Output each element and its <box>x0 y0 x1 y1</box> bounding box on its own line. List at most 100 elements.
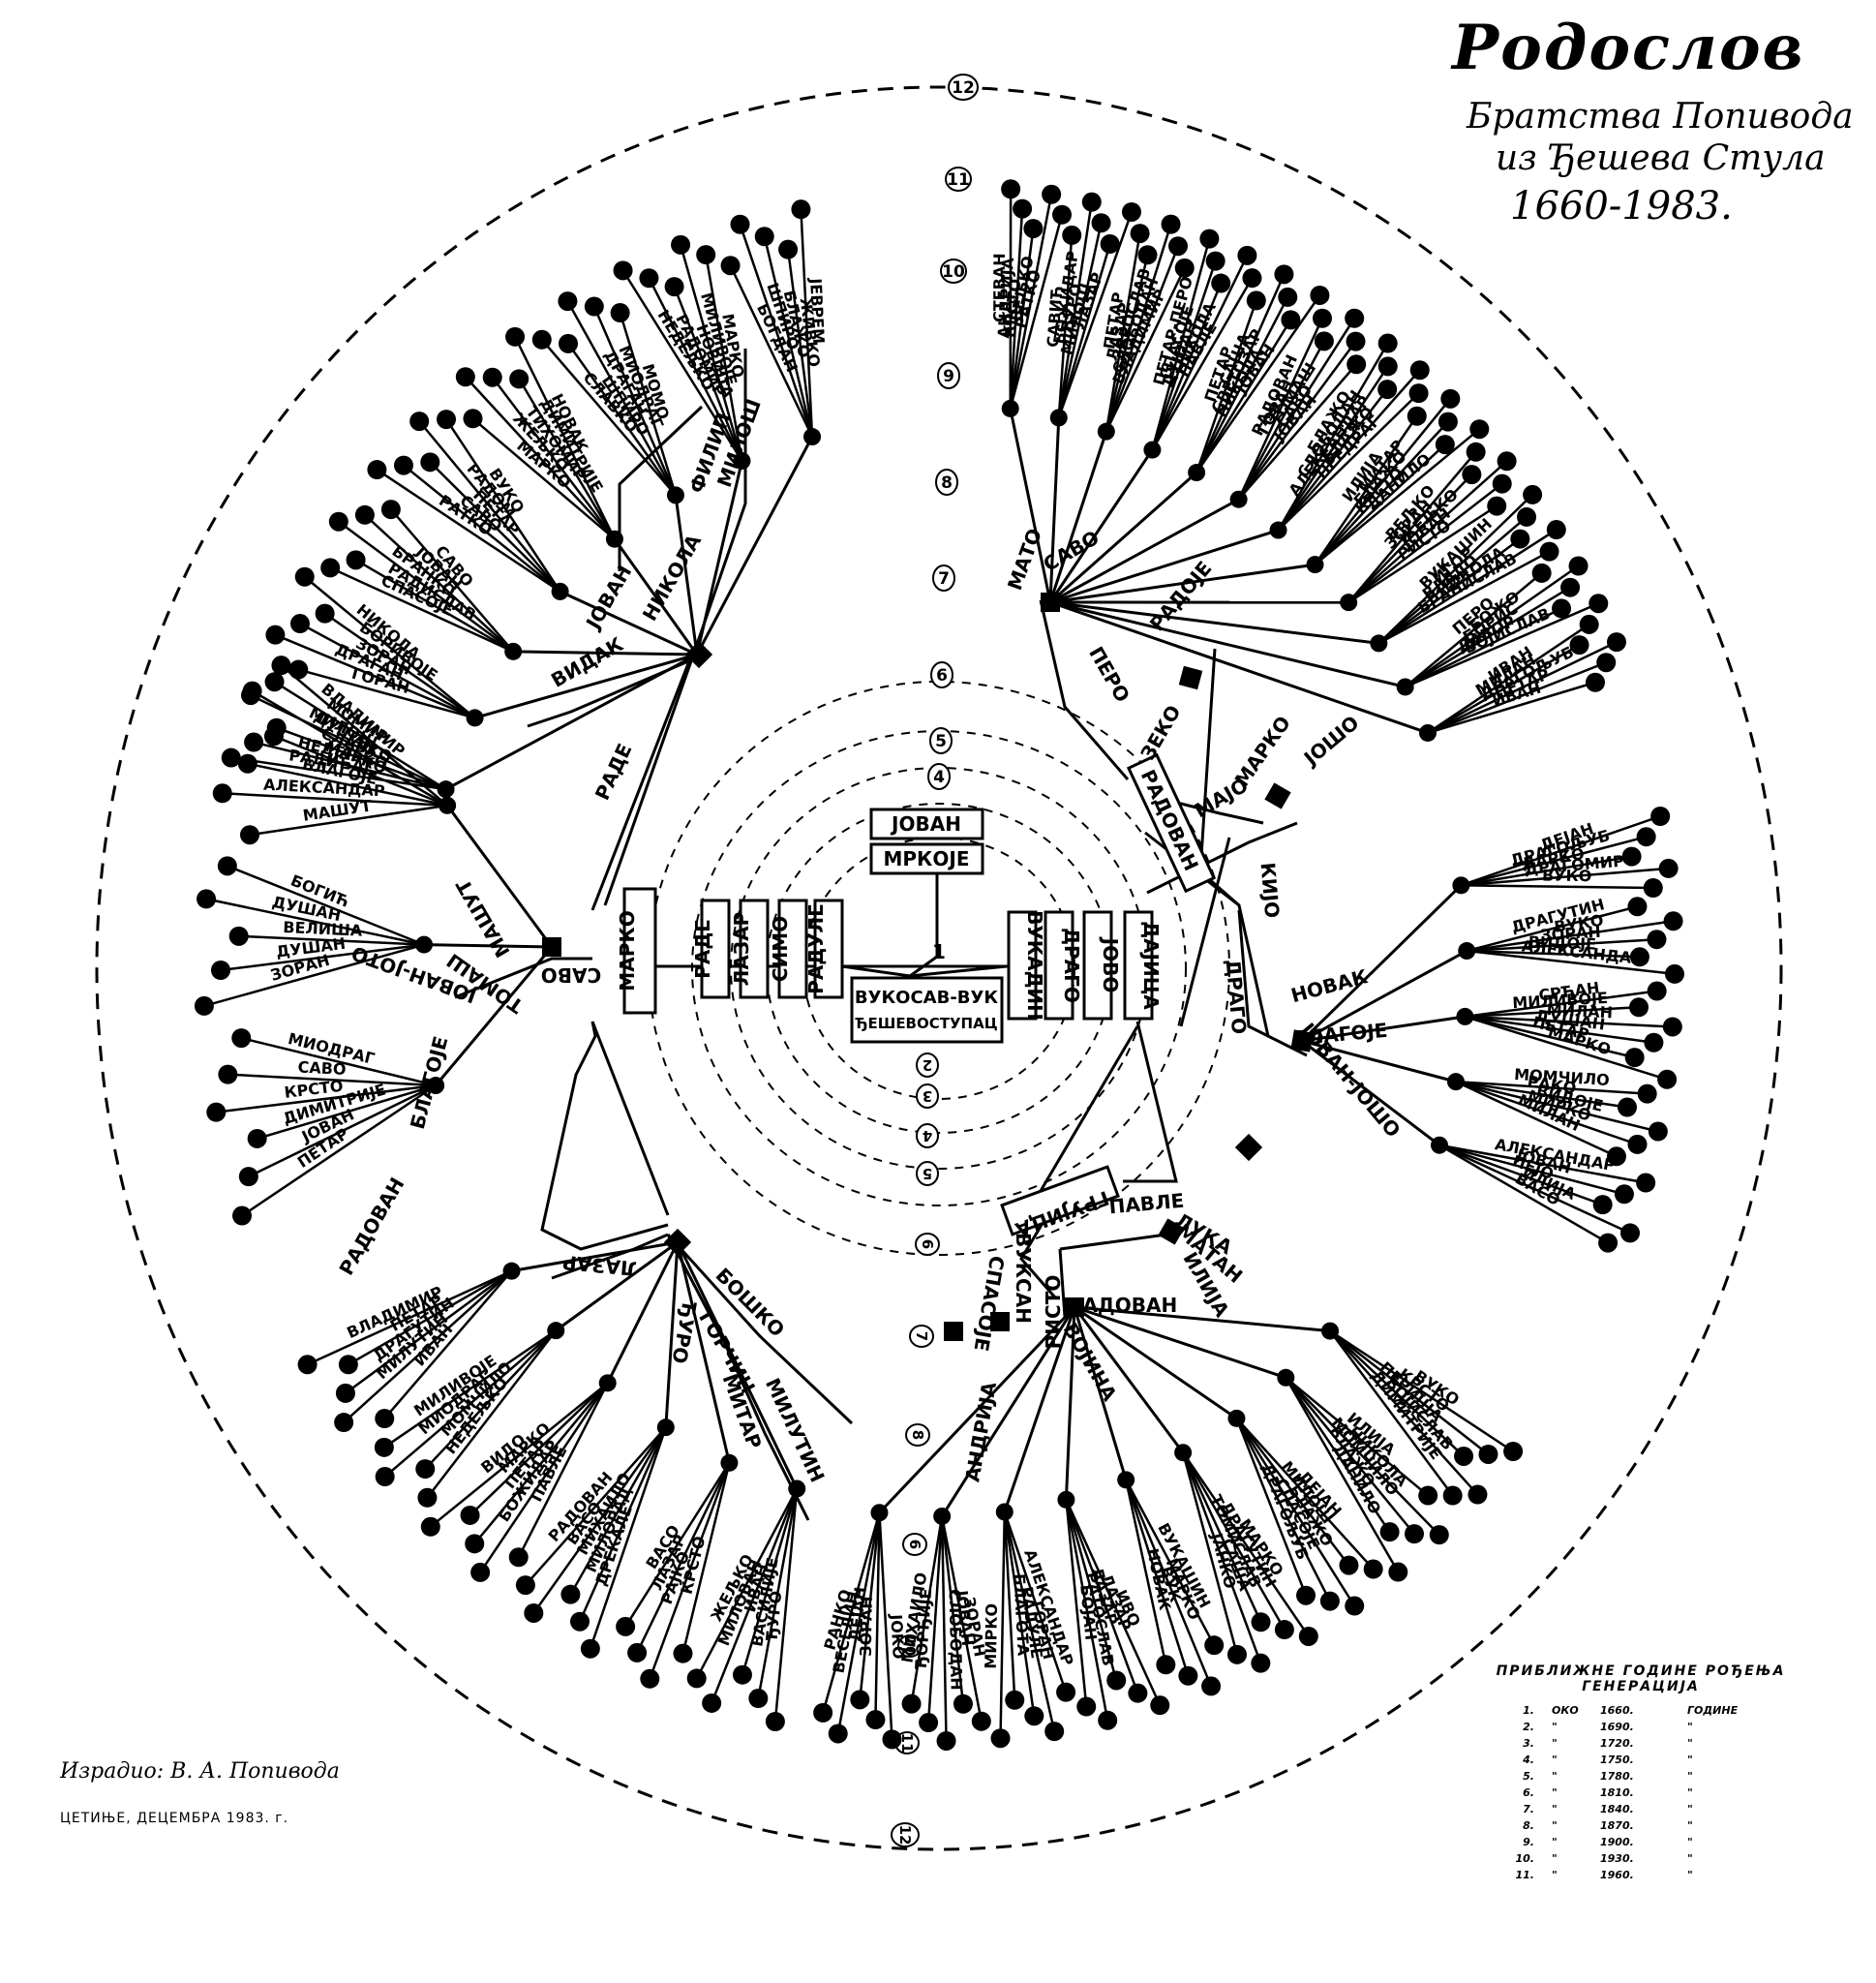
leaf-node <box>1156 1655 1176 1675</box>
leaf-node <box>1589 594 1609 614</box>
leaf-line <box>940 1515 983 1722</box>
box-grujica: ГРУЈИЦА <box>1000 1165 1120 1241</box>
leaf-node <box>515 1575 535 1596</box>
branch-line <box>444 653 698 791</box>
legend-row: 2."1690." <box>1496 1721 1786 1737</box>
leaf-node <box>865 1710 886 1730</box>
leaf-line <box>1455 1080 1618 1158</box>
leaf-line <box>1009 208 1024 409</box>
leaf-node <box>264 672 285 692</box>
legend-cell-n: 9. <box>1523 1836 1534 1848</box>
branch-line <box>1300 884 1463 1043</box>
leaf-node <box>375 1409 395 1429</box>
branch-line <box>474 653 698 719</box>
leaf-line <box>1285 1377 1400 1573</box>
leaf-line <box>1003 1511 1068 1693</box>
leaf-node <box>1435 435 1455 455</box>
branch-line <box>1003 1306 1076 1512</box>
leaf-node <box>1523 484 1543 504</box>
svg-text:ДАЈИЦА: ДАЈИЦА <box>1139 921 1163 1010</box>
leaf-node <box>791 199 811 220</box>
leaf-line <box>469 1382 609 1516</box>
leaf-node <box>1629 947 1649 967</box>
leaf-line <box>1065 1499 1139 1694</box>
leaf-name: ЂУРО <box>763 1590 786 1641</box>
leaf-node <box>1552 598 1572 619</box>
legend-cell-about: " <box>1552 1737 1558 1750</box>
leaf-node <box>1408 383 1429 404</box>
leaf-line <box>518 378 616 540</box>
leaf-line <box>418 420 561 593</box>
leaf-line <box>1065 1499 1088 1707</box>
legend-cell-unit: ГОДИНЕ <box>1687 1704 1739 1717</box>
leaf-line <box>1285 1376 1415 1535</box>
leaf-line <box>216 1083 437 1114</box>
leaf-line <box>1277 342 1389 532</box>
svg-text:ЈОВО: ЈОВО <box>1099 936 1122 993</box>
legend-row: 8."1870." <box>1496 1819 1786 1836</box>
legend-cell-about: " <box>1552 1803 1558 1815</box>
leaf-line <box>1065 1499 1118 1681</box>
branch-line <box>1049 600 1429 735</box>
leaf-line <box>1195 300 1257 473</box>
leaf-node <box>1596 653 1617 673</box>
leaf-node <box>1242 268 1262 289</box>
chart-subtitle-line2: из Ђешева Стула <box>1496 138 1826 178</box>
legend-row: 3."1720." <box>1496 1737 1786 1754</box>
legend-cell-n: 4. <box>1523 1754 1534 1766</box>
leaf-line <box>479 1382 609 1573</box>
branch-line <box>613 537 699 656</box>
legend-cell-n: 5. <box>1523 1770 1534 1783</box>
leaf-name: СТЕВАН <box>990 253 1009 322</box>
branch-line <box>1064 1306 1076 1500</box>
leaf-line <box>800 209 814 438</box>
leaf-line <box>1461 855 1632 887</box>
leaf-node <box>238 1167 258 1187</box>
leaf-line <box>473 1382 609 1545</box>
leaf-node <box>244 732 264 752</box>
leaf-name: САВИЋ <box>1044 285 1067 348</box>
branch-line <box>1301 949 1468 1043</box>
leaf-line <box>471 417 616 540</box>
leaf-line <box>426 1329 558 1499</box>
svg-text:РАДУЛЕ: РАДУЛЕ <box>804 903 828 994</box>
legend-cell-year: 1930. <box>1600 1852 1634 1865</box>
legend-cell-year: 1660. <box>1600 1704 1634 1717</box>
leaf-node <box>1339 1555 1359 1575</box>
leaf-line <box>786 249 814 438</box>
leaf-node <box>1647 930 1667 950</box>
leaf-node <box>1517 506 1537 527</box>
leaf-line <box>1438 1144 1609 1244</box>
leaf-line <box>345 1269 513 1394</box>
branch-line <box>676 1241 731 1464</box>
stem-name: РАДОВАН <box>1069 1294 1177 1317</box>
leaf-name: МИЛАН <box>1546 1000 1613 1022</box>
legend-cell-n: 7. <box>1523 1803 1534 1815</box>
leaf-line <box>430 1382 609 1528</box>
leaf-node <box>1174 258 1195 278</box>
leaf-line <box>1285 1376 1429 1497</box>
leaf-line <box>1182 1451 1286 1631</box>
leaf-line <box>257 1083 437 1141</box>
leaf-line <box>1003 1511 1016 1700</box>
leaf-line <box>1057 222 1103 418</box>
leaf-line <box>532 1426 667 1614</box>
leaf-line <box>227 1073 437 1087</box>
box-lazar: ЛАЗАР <box>730 899 770 999</box>
leaf-node <box>1098 1710 1118 1730</box>
leaf-node <box>686 1668 707 1689</box>
leaf-line <box>1237 340 1357 501</box>
box-simo: СИМО <box>769 899 808 999</box>
box-radule: РАДУЛЕ <box>804 899 844 999</box>
svg-text:СИМО: СИМО <box>769 916 792 982</box>
leaf-node <box>971 1711 991 1731</box>
leaf-node <box>1121 201 1141 222</box>
leaf-node <box>1619 1223 1640 1243</box>
leaf-node <box>338 1355 358 1375</box>
svg-text:ЈОВАН: ЈОВАН <box>890 812 961 836</box>
legend-cell-about: " <box>1552 1836 1558 1848</box>
leaf-line <box>383 1269 513 1419</box>
leaf-node <box>1161 214 1181 234</box>
leaf-line <box>1427 623 1590 734</box>
svg-text:11: 11 <box>898 1733 916 1754</box>
